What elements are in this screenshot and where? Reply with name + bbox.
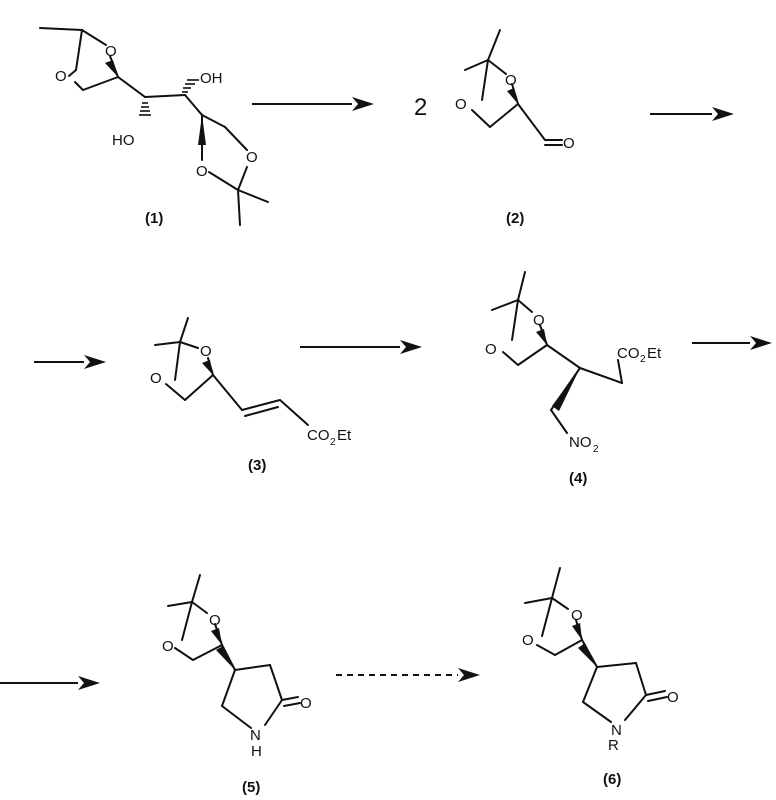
compound-5-atom-o2: O xyxy=(162,638,174,655)
compound-6-atom-o3: O xyxy=(667,689,679,706)
compound-5-label: (5) xyxy=(242,779,260,796)
compound-2-stereo xyxy=(507,88,518,104)
compound-2: 2 O O O (2) xyxy=(414,29,575,227)
reaction-arrow-7-dashed xyxy=(336,668,480,682)
compound-5-stereo-2 xyxy=(216,646,235,670)
compound-6-label: (6) xyxy=(603,771,621,788)
compound-6-stereo-2 xyxy=(578,643,597,667)
reaction-arrow-3 xyxy=(34,355,106,369)
compound-5-bonds xyxy=(167,574,301,729)
compound-4-atom-o1: O xyxy=(533,312,545,329)
compound-5-atom-o3: O xyxy=(300,695,312,712)
compound-2-label: (2) xyxy=(506,210,524,227)
compound-1-stereo xyxy=(105,60,206,145)
compound-3-ester-co: CO xyxy=(307,427,330,444)
reaction-arrow-2 xyxy=(650,107,734,121)
compound-4: O O CO 2 Et NO 2 (4) xyxy=(485,271,662,487)
compound-4-atom-o2: O xyxy=(485,341,497,358)
compound-3-label: (3) xyxy=(248,457,266,474)
reaction-arrow-1 xyxy=(252,97,374,111)
compound-1-label: (1) xyxy=(145,210,163,227)
compound-1-atom-o2: O xyxy=(55,68,67,85)
compound-3-ester-subscript: 2 xyxy=(330,437,336,448)
compound-6: O O O N R (6) xyxy=(522,567,679,788)
compound-1-atom-o3: O xyxy=(246,149,258,166)
compound-5-atom-h: H xyxy=(251,743,262,760)
compound-1: O O OH HO O O (1) xyxy=(39,27,269,227)
compound-6-stereo-1 xyxy=(572,623,582,640)
compound-1-atom-oh: OH xyxy=(200,70,223,87)
compound-6-atom-o1: O xyxy=(571,607,583,624)
compound-6-atom-n: N xyxy=(611,722,622,739)
compound-4-nitro-subscript: 2 xyxy=(593,444,599,455)
compound-1-atom-o4: O xyxy=(196,163,208,180)
compound-4-stereo-2 xyxy=(552,368,580,411)
compound-4-ester-subscript: 2 xyxy=(640,354,646,365)
compound-1-bonds xyxy=(39,27,269,226)
compound-1-atom-o1: O xyxy=(105,43,117,60)
compound-2-atom-o3: O xyxy=(563,135,575,152)
compound-3-bonds xyxy=(154,317,309,426)
compound-4-ester-et: Et xyxy=(647,345,662,362)
compound-4-nitro-no: NO xyxy=(569,434,592,451)
compound-3-ester-et: Et xyxy=(337,427,352,444)
compound-2-atom-o1: O xyxy=(505,72,517,89)
compound-5: O O O N H (5) xyxy=(162,574,312,796)
compound-6-bonds xyxy=(524,567,668,723)
compound-5-stereo-1 xyxy=(211,628,222,645)
compound-2-atom-o2: O xyxy=(455,96,467,113)
compound-1-atom-ho: HO xyxy=(112,132,135,149)
compound-6-atom-r: R xyxy=(608,737,619,754)
stoichiometric-coefficient: 2 xyxy=(414,94,427,121)
reaction-arrow-5 xyxy=(692,336,772,350)
compound-5-atom-o1: O xyxy=(209,612,221,629)
compound-3-atom-o2: O xyxy=(150,370,162,387)
compound-5-atom-n: N xyxy=(250,727,261,744)
compound-6-atom-o2: O xyxy=(522,632,534,649)
compound-3-atom-o1: O xyxy=(200,343,212,360)
reaction-arrow-6 xyxy=(0,676,100,690)
compound-4-label: (4) xyxy=(569,470,587,487)
reaction-arrow-4 xyxy=(300,340,422,354)
compound-4-stereo-1 xyxy=(536,329,547,345)
compound-3: O O CO 2 Et (3) xyxy=(150,317,352,474)
compound-3-stereo xyxy=(202,360,213,375)
compound-4-ester-co: CO xyxy=(617,345,640,362)
